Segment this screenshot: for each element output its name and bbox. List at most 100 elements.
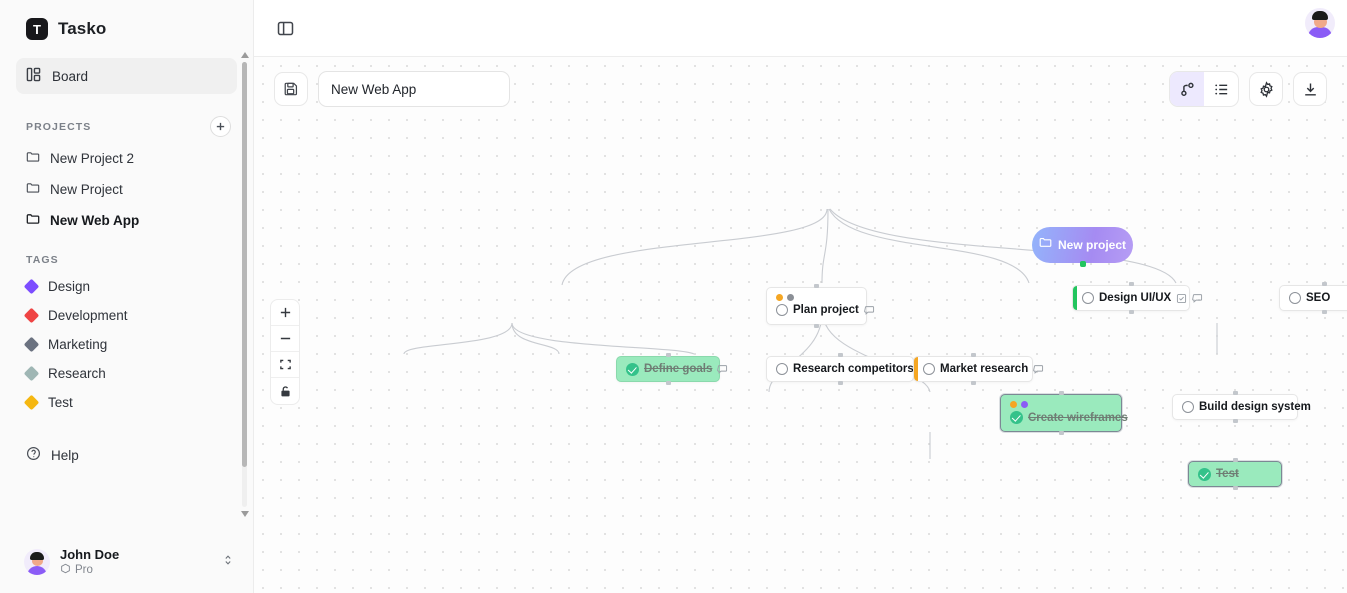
mindmap-node-seo[interactable]: SEO [1279,282,1347,314]
node-checkbox[interactable] [776,363,788,375]
mindmap-canvas[interactable]: New Web App [254,57,1347,593]
lock-view-button[interactable] [271,378,299,404]
panel-toggle-icon[interactable] [270,13,300,43]
comment-icon[interactable] [717,364,728,375]
node-label: SEO [1306,292,1331,304]
node-tag-dot [1021,401,1028,408]
help-label: Help [51,447,79,463]
mindmap-node-design[interactable]: Design UI/UX [1072,282,1203,314]
node-handle-top[interactable] [1128,282,1134,286]
checklist-icon[interactable] [1176,293,1187,304]
comment-icon[interactable] [863,305,875,316]
view-mode-switch [1169,71,1239,107]
node-handle-bottom[interactable] [1079,261,1086,267]
list-view-button[interactable] [1204,72,1238,106]
node-handle-top[interactable] [814,284,819,288]
save-button[interactable] [274,72,308,106]
projects-section-header: PROJECTS [0,98,253,143]
project-label: New Project 2 [50,151,135,166]
mindmap-node-plan[interactable]: Plan project [766,284,874,328]
zoom-out-button[interactable] [271,326,299,352]
mindmap-node-buildds[interactable]: Build design system [1172,391,1311,423]
node-handle-bottom[interactable] [1232,419,1238,423]
tag-label: Development [48,308,128,323]
node-handle-top[interactable] [1232,391,1238,395]
node-handle-bottom[interactable] [837,381,843,385]
node-handle-top[interactable] [970,353,976,357]
node-checkbox[interactable] [1082,292,1094,304]
folder-icon [1039,236,1052,254]
sidebar-scrollbar[interactable] [241,52,249,517]
mindmap-root-node[interactable]: New project [1032,227,1133,267]
settings-button[interactable] [1249,72,1283,106]
zoom-in-button[interactable] [271,300,299,326]
sidebar-tag-research[interactable]: Research [0,359,253,388]
sidebar: T Tasko Board PROJECTS [0,0,254,593]
node-label: Plan project [793,304,859,316]
node-handle-top[interactable] [1321,282,1327,286]
node-accent-bar [914,357,918,381]
node-done-checkbox[interactable] [626,362,639,376]
node-handle-bottom[interactable] [1321,310,1327,314]
root-node-label: New project [1057,238,1126,252]
scroll-down-arrow-icon[interactable] [241,511,249,517]
mindmap-node-research[interactable]: Research competitors [766,353,914,385]
comment-icon[interactable] [1192,293,1203,304]
add-project-button[interactable] [210,116,231,137]
mindmap-node-wireframes[interactable]: Create wireframes [1000,391,1128,435]
mindmap-node-define[interactable]: Define goals [616,353,728,385]
scrollbar-thumb[interactable] [242,62,247,467]
node-label: Research competitors [793,363,914,375]
projects-title: PROJECTS [26,120,92,133]
canvas-zoom-controls [270,299,300,405]
node-accent-bar [1073,286,1077,310]
download-button[interactable] [1293,72,1327,106]
app-name: Tasko [58,19,107,38]
node-handle-bottom[interactable] [1128,310,1134,314]
node-checkbox[interactable] [923,363,935,375]
user-account-switcher[interactable]: John Doe Pro [0,541,254,583]
node-handle-top[interactable] [837,353,843,357]
user-avatar[interactable] [1305,8,1335,38]
node-handle-bottom[interactable] [814,324,819,328]
node-done-checkbox[interactable] [1010,411,1023,424]
sidebar-project-new-project[interactable]: New Project [0,174,253,205]
node-done-checkbox[interactable] [1198,467,1211,481]
node-checkbox[interactable] [1182,401,1194,413]
user-plan: Pro [60,563,119,577]
tag-color-swatch [23,336,40,353]
scroll-up-arrow-icon[interactable] [241,52,249,58]
node-handle-top[interactable] [665,353,671,357]
project-title-input[interactable]: New Web App [318,71,510,107]
node-checkbox[interactable] [776,304,788,316]
mindmap-node-market[interactable]: Market research [913,353,1044,385]
sidebar-item-board[interactable]: Board [16,58,237,94]
node-label: Build design system [1199,401,1311,413]
mindmap-node-test[interactable]: Test [1188,458,1282,490]
node-label: Test [1216,468,1239,480]
node-handle-bottom[interactable] [1232,486,1238,490]
node-handle-top[interactable] [1058,391,1064,395]
node-handle-bottom[interactable] [970,381,976,385]
sidebar-tag-development[interactable]: Development [0,301,253,330]
sidebar-project-new-project-2[interactable]: New Project 2 [0,143,253,174]
sidebar-project-new-web-app[interactable]: New Web App [0,205,253,236]
project-label: New Project [50,182,123,197]
node-label: Market research [940,363,1029,375]
sidebar-tag-test[interactable]: Test [0,388,253,417]
chevron-updown-icon[interactable] [222,553,234,570]
sidebar-tag-design[interactable]: Design [0,272,253,301]
node-tag-dot [787,294,794,301]
node-checkbox[interactable] [1289,292,1301,304]
node-handle-top[interactable] [1232,458,1238,462]
node-handle-bottom[interactable] [1058,431,1064,435]
sidebar-item-help[interactable]: Help [0,439,253,471]
tags-section-header: TAGS [0,236,253,272]
sidebar-tag-marketing[interactable]: Marketing [0,330,253,359]
node-handle-bottom[interactable] [665,381,671,385]
tree-view-button[interactable] [1170,72,1204,106]
tag-color-swatch [23,365,40,382]
tag-label: Design [48,279,91,294]
fit-view-button[interactable] [271,352,299,378]
comment-icon[interactable] [1033,364,1044,375]
